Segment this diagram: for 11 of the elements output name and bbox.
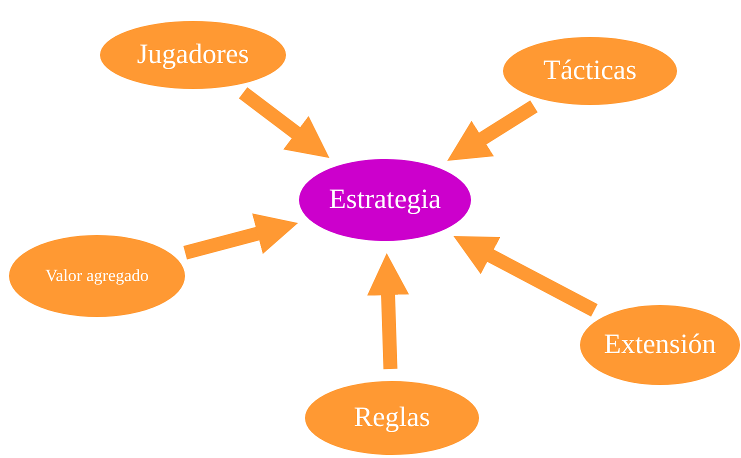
node-label: Valor agregado <box>45 266 149 286</box>
node-label: Reglas <box>354 402 430 434</box>
block-arrow <box>367 253 410 370</box>
node-label: Jugadores <box>137 39 249 71</box>
block-arrow <box>238 87 330 158</box>
block-arrow <box>453 236 598 317</box>
block-arrow <box>183 213 298 260</box>
node-label: Tácticas <box>543 55 637 87</box>
node-label: Estrategia <box>329 184 441 216</box>
node-label: Extensión <box>604 329 716 361</box>
block-arrow <box>447 100 538 161</box>
